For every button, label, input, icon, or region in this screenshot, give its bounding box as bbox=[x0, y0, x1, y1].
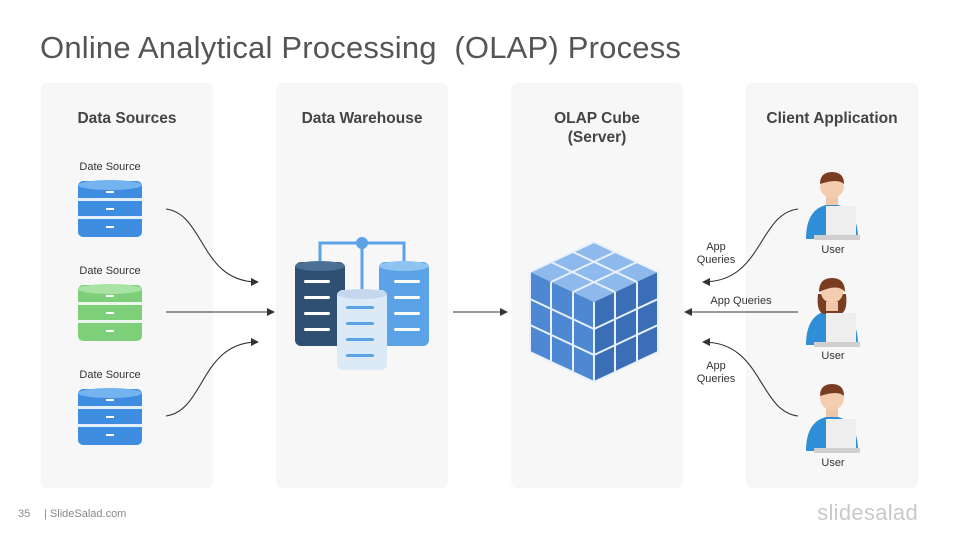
arrow-source1-to-warehouse bbox=[165, 208, 259, 286]
user-label-1: User bbox=[821, 244, 845, 256]
database-icon-2 bbox=[78, 284, 142, 341]
source-label-1: Date Source bbox=[79, 161, 141, 173]
query-label-top: App Queries bbox=[690, 241, 742, 267]
user-icon-1 bbox=[806, 172, 860, 240]
database-icon-1 bbox=[78, 180, 142, 237]
source-label-3: Date Source bbox=[79, 369, 141, 381]
page-title: Online Analytical Processing (OLAP) Proc… bbox=[40, 30, 682, 65]
user-icon-3 bbox=[806, 384, 860, 453]
user-label-2: User bbox=[821, 350, 845, 362]
client-application-heading: Client Application bbox=[766, 110, 898, 127]
database-icon-3 bbox=[78, 388, 142, 445]
query-label-top-line1: App bbox=[706, 241, 726, 253]
data-sources-heading: Data Sources bbox=[77, 110, 177, 127]
data-warehouse-icon bbox=[295, 237, 429, 370]
data-warehouse-heading: Data Warehouse bbox=[301, 110, 423, 127]
brand-logo: slidesalad bbox=[817, 500, 918, 525]
olap-cube-heading: OLAP Cube (Server) bbox=[511, 109, 683, 147]
user-icon-2 bbox=[806, 278, 860, 347]
query-label-top-line2: Queries bbox=[696, 254, 736, 266]
olap-cube-icon bbox=[529, 240, 659, 384]
arrow-user1-to-cube bbox=[702, 208, 799, 286]
arrow-source3-to-warehouse bbox=[165, 338, 259, 417]
query-label-bottom-line1: App bbox=[706, 360, 726, 372]
query-label-middle: App Queries bbox=[710, 295, 772, 307]
page-number: 35 bbox=[18, 508, 31, 520]
olap-cube-heading-line1: OLAP Cube bbox=[554, 110, 640, 127]
footer-site: | SlideSalad.com bbox=[44, 508, 127, 520]
query-label-bottom-line2: Queries bbox=[696, 373, 736, 385]
query-label-bottom: App Queries bbox=[690, 360, 742, 386]
source-label-2: Date Source bbox=[79, 265, 141, 277]
arrow-user3-to-cube bbox=[702, 338, 799, 417]
olap-cube-heading-line2: (Server) bbox=[567, 129, 627, 146]
user-label-3: User bbox=[821, 457, 845, 469]
